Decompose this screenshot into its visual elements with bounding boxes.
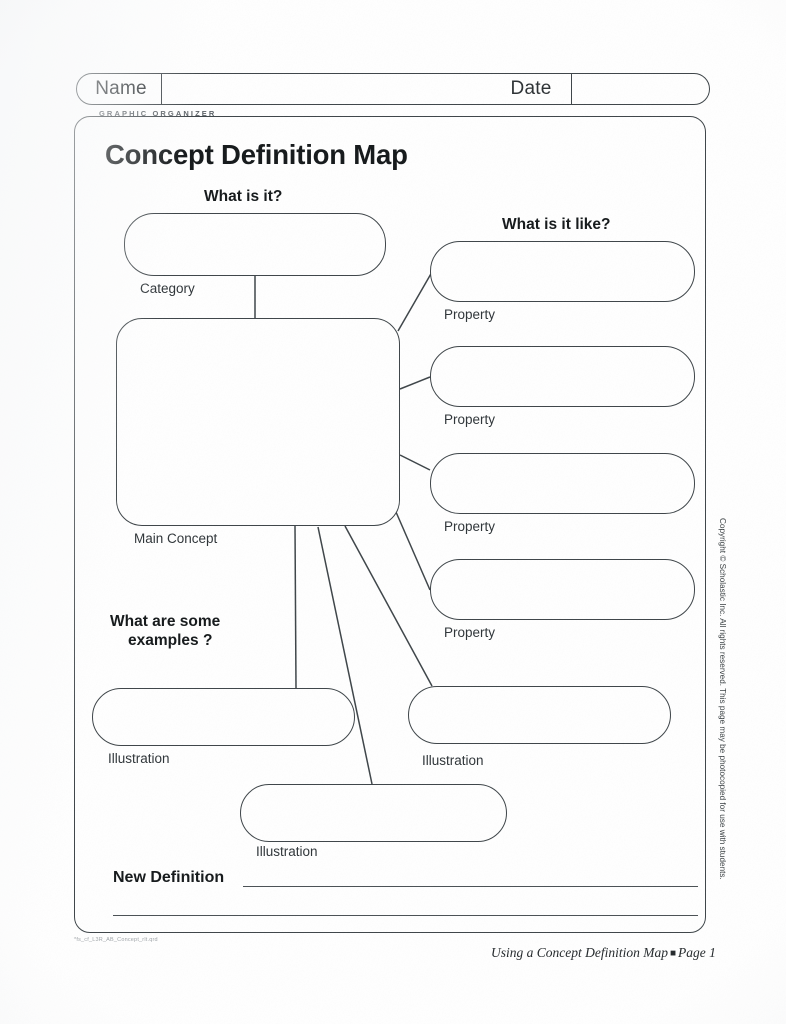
name-label: Name [95, 78, 147, 99]
illustration-box-3[interactable] [240, 784, 507, 842]
illustration-caption-1: Illustration [108, 751, 170, 766]
date-label: Date [510, 78, 552, 99]
heading-what-are-some-examples: What are some examples ? [110, 612, 270, 650]
new-definition-label: New Definition [113, 869, 225, 886]
property-box-1[interactable] [430, 241, 695, 302]
property-caption-3: Property [444, 519, 496, 534]
illustration-caption-2: Illustration [422, 753, 484, 768]
heading-what-is-it: What is it? [204, 188, 283, 205]
main-concept-caption: Main Concept [134, 531, 218, 546]
name-field-divider [161, 74, 162, 104]
category-box[interactable] [124, 213, 386, 276]
footer-title: Using a Concept Definition Map [491, 945, 668, 960]
property-box-4[interactable] [430, 559, 695, 620]
illustration-box-2[interactable] [408, 686, 671, 744]
heading-examples-line-1: What are some [110, 613, 221, 630]
footer-square-icon: ■ [669, 948, 677, 959]
file-code: *fs_cf_L3R_AB_Concept_rlt.qrd [74, 937, 158, 943]
property-caption-1: Property [444, 307, 496, 322]
page-title: Concept Definition Map [105, 139, 408, 170]
category-caption: Category [140, 281, 195, 296]
heading-what-is-it-like: What is it like? [502, 216, 611, 233]
property-box-2[interactable] [430, 346, 695, 407]
illustration-caption-3: Illustration [256, 844, 318, 859]
main-concept-box[interactable] [116, 318, 400, 526]
new-definition-line-1[interactable] [243, 886, 698, 887]
new-definition-line-2[interactable] [113, 915, 698, 916]
footer-page-number: Page 1 [678, 945, 716, 960]
illustration-box-1[interactable] [92, 688, 355, 746]
property-caption-2: Property [444, 412, 496, 427]
property-caption-4: Property [444, 625, 496, 640]
copyright-notice: Copyright © Scholastic Inc. All rights r… [718, 518, 727, 880]
date-field-divider [571, 74, 572, 104]
footer: Using a Concept Definition Map■Page 1 [491, 945, 716, 961]
heading-examples-line-2: examples ? [128, 632, 213, 649]
name-date-bar: Name Date [76, 73, 710, 105]
property-box-3[interactable] [430, 453, 695, 514]
